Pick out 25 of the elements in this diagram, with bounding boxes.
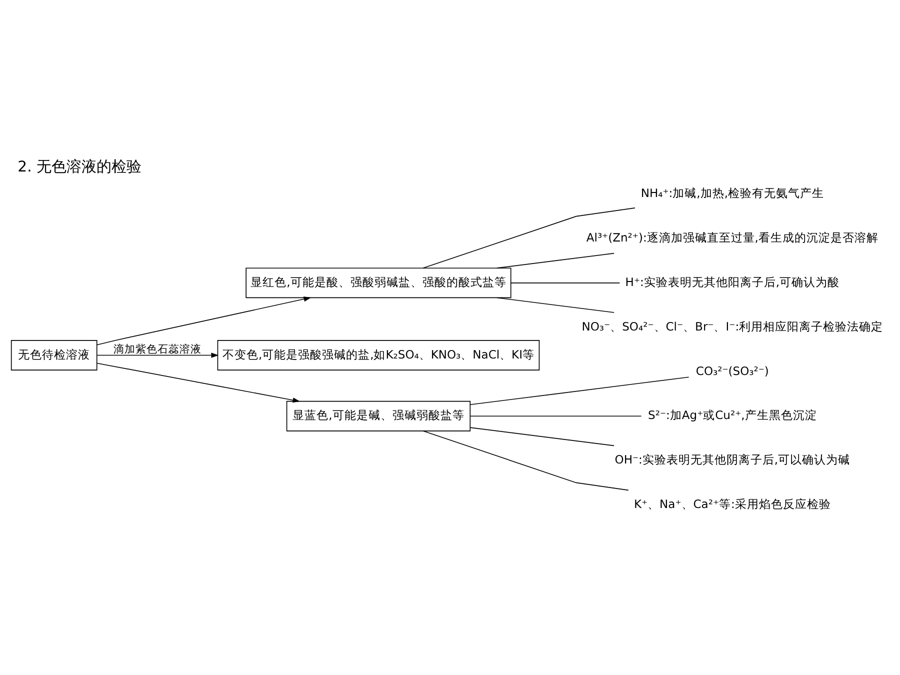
connector bbox=[422, 430, 629, 490]
node-box: 无色待检溶液 bbox=[10, 340, 98, 370]
arrow bbox=[96, 362, 300, 402]
edge-label: 滴加紫色石蕊溶液 bbox=[113, 342, 202, 355]
node-text: H⁺:实验表明无其他阳离子后,可确认为酸 bbox=[625, 274, 840, 288]
arrow bbox=[96, 352, 219, 358]
node-text: S²⁻:加Ag⁺或Cu²⁺,产生黑色沉淀 bbox=[648, 408, 817, 422]
connector bbox=[470, 426, 614, 446]
connector bbox=[470, 415, 642, 416]
node-box: 显蓝色,可能是碱、强碱弱酸盐等 bbox=[286, 400, 471, 431]
node-box: 显红色,可能是酸、强酸弱碱盐、强酸的酸式盐等 bbox=[246, 267, 512, 298]
node-text: NO₃⁻、SO₄²⁻、Cl⁻、Br⁻、I⁻:利用相应阳离子检验法确定 bbox=[582, 318, 884, 333]
connector bbox=[496, 252, 614, 268]
node-text: NH₄⁺:加碱,加热,检验有无氨气产生 bbox=[640, 186, 824, 200]
node-text: Al³⁺(Zn²⁺):逐滴加强碱直至过量,看生成的沉淀是否溶解 bbox=[586, 230, 878, 244]
connector bbox=[470, 376, 690, 405]
arrow bbox=[96, 296, 312, 345]
node-text: K⁺、Na⁺、Ca²⁺等:采用焰色反应检验 bbox=[634, 496, 831, 510]
connector bbox=[422, 207, 636, 268]
node-box: 不变色,可能是强酸强碱的盐,如K₂SO₄、KNO₃、NaCl、KI等 bbox=[217, 340, 540, 370]
connector bbox=[496, 296, 614, 312]
diagram-title: 2. 无色溶液的检验 bbox=[18, 158, 142, 175]
node-text: CO₃²⁻(SO₃²⁻) bbox=[696, 363, 769, 378]
node-text: OH⁻:实验表明无其他阴离子后,可以确认为碱 bbox=[614, 452, 850, 466]
connector bbox=[510, 282, 620, 283]
